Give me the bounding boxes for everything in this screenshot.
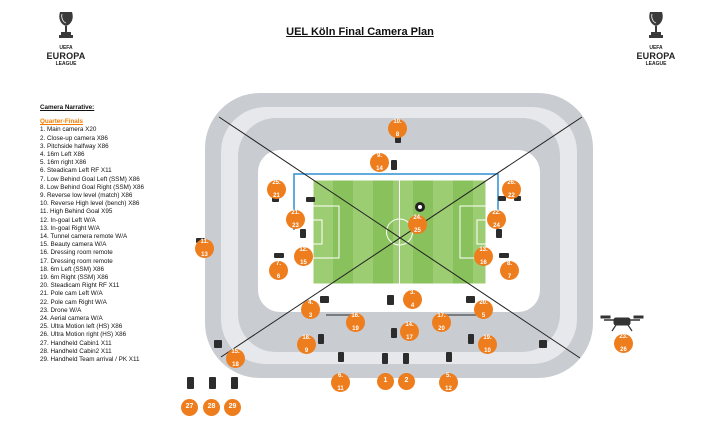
camera-badge: 1	[377, 373, 394, 390]
camera-badge: 20.5	[474, 300, 493, 319]
narrative-item: 6. Steadicam Left RF X11	[40, 167, 112, 175]
narrative-item: 14. Tunnel camera remote W/A	[40, 233, 128, 241]
camera-badge: 16.19	[346, 313, 365, 332]
narrative-item: 9. Reverse low level (match) X86	[40, 192, 133, 200]
camera-badge: 15.18	[226, 349, 245, 368]
narrative-subheading: Quarter-Finals	[40, 118, 84, 126]
narrative-item: 27. Handheld Cabin1 X11	[40, 339, 112, 347]
camera-badge: 2	[398, 373, 415, 390]
narrative-item: 21. Pole cam Left W/A	[40, 290, 103, 298]
camera-badge: 18.9	[297, 335, 316, 354]
camera-badge: 3.4	[403, 290, 422, 309]
camera-badge: 7.6	[269, 261, 288, 280]
narrative-item: 23. Drone W/A	[40, 306, 82, 314]
camera-badge: 5.12	[439, 373, 458, 392]
camera-badge: 8.7	[500, 261, 519, 280]
narrative-item: 19. 6m Right (SSM) X86	[40, 274, 109, 282]
europa-league-logo-right: UEFA EUROPA LEAGUE	[626, 10, 686, 67]
dugout-left	[326, 314, 356, 316]
narrative-item: 3. Pitchside halfway X86	[40, 142, 109, 150]
drone-icon	[600, 315, 644, 332]
camera-badge: 10.8	[388, 119, 407, 138]
camera-badge: 13.16	[474, 247, 493, 266]
narrative-item: 17. Dressing room remote	[40, 257, 113, 265]
narrative-item: 8. Low Behind Goal Right (SSM) X86	[40, 183, 144, 191]
narrative-item: 11. High Behind Goal X95	[40, 208, 113, 216]
camera-badge: 14.17	[400, 322, 419, 341]
spidercam-icon	[415, 202, 425, 212]
narrative-item: 12. In-goal Left W/A	[40, 216, 96, 224]
camera-badge: 29	[224, 399, 241, 416]
camera-badge: 4.3	[301, 300, 320, 319]
narrative-item: 28. Handheld Cabin2 X11	[40, 347, 112, 355]
camera-badge: 6.11	[331, 373, 350, 392]
narrative-item: 10. Reverse High level (bench) X86	[40, 200, 140, 208]
narrative-item: 29. Handheld Team arrival / PK X11	[40, 356, 140, 364]
camera-badge: 24.25	[408, 215, 427, 234]
trophy-icon	[649, 12, 663, 38]
logo-uefa-text: UEFA	[59, 45, 73, 51]
camera-badge: 23.26	[614, 334, 633, 353]
page-title: UEL Köln Final Camera Plan	[286, 26, 434, 38]
camera-badge: 17.20	[432, 313, 451, 332]
perimeter-line	[293, 173, 499, 230]
pitch-markings	[312, 179, 487, 285]
logo-europa-text: EUROPA	[636, 51, 676, 61]
narrative-item: 13. In-goal Right W/A	[40, 224, 100, 232]
logo-uefa-text: UEFA	[649, 45, 663, 51]
narrative-item: 20. Steadicam Right RF X11	[40, 282, 120, 290]
narrative-item: 1. Main camera X20	[40, 126, 97, 134]
narrative-item: 16. Dressing room remote	[40, 249, 113, 257]
narrative-item: 26. Ultra Motion right (HS) X86	[40, 331, 127, 339]
camera-badge: 21.23	[286, 210, 305, 229]
logo-league-text: LEAGUE	[645, 61, 667, 67]
narrative-item: 2. Close-up camera X86	[40, 134, 108, 142]
camera-badge: 26.22	[502, 180, 521, 199]
narrative-heading: Camera Narrative:	[40, 104, 95, 111]
camera-badge: 9.14	[370, 153, 389, 172]
europa-league-logo-left: UEFA EUROPA LEAGUE	[36, 10, 96, 67]
camera-badge: 28	[203, 399, 220, 416]
camera-narrative: Camera Narrative: Quarter-Finals 1. Main…	[40, 104, 144, 364]
camera-badge: 12.15	[294, 247, 313, 266]
logo-europa-text: EUROPA	[46, 51, 86, 61]
aerial-cable-1	[218, 116, 581, 359]
narrative-item: 24. Aerial camera W/A	[40, 315, 103, 323]
aerial-cable-2	[220, 116, 583, 358]
trophy-icon	[59, 12, 73, 38]
narrative-item: 4. 16m Left X86	[40, 151, 85, 159]
logo-league-text: LEAGUE	[55, 61, 77, 67]
narrative-item: 22. Pole cam Right W/A	[40, 298, 107, 306]
narrative-item: 7. Low Behind Goal Left (SSM) X86	[40, 175, 140, 183]
camera-badge: 25.21	[267, 180, 286, 199]
camera-badge: 19.10	[478, 335, 497, 354]
narrative-item: 15. Beauty camera W/A	[40, 241, 107, 249]
narrative-item: 25. Ultra Motion left (HS) X86	[40, 323, 123, 331]
narrative-item: 18. 6m Left (SSM) X86	[40, 265, 105, 273]
camera-badge: 22.24	[487, 210, 506, 229]
camera-badge: 11.13	[195, 239, 214, 258]
dugout-right	[446, 314, 476, 316]
narrative-item: 5. 16m right X86	[40, 159, 87, 167]
camera-badge: 27	[181, 399, 198, 416]
